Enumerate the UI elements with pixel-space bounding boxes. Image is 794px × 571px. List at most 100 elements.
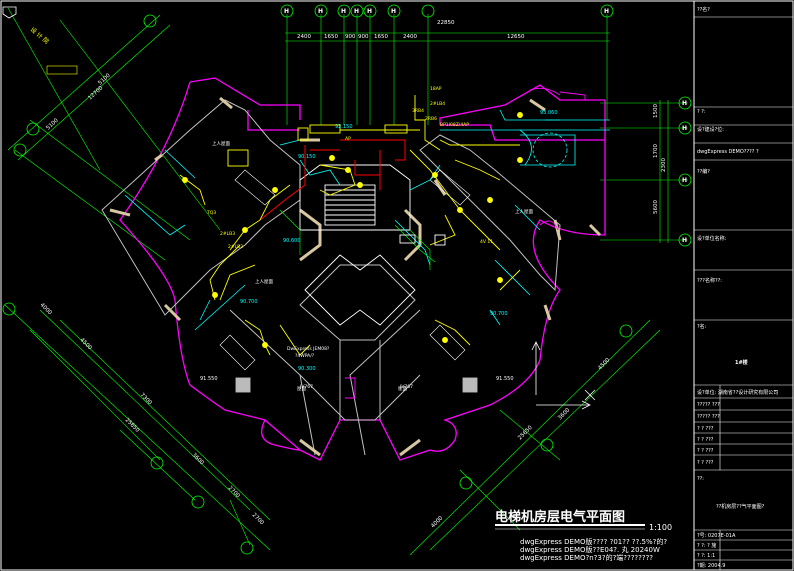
right-grid: H H H H 1500 1700 2300 5600: [600, 96, 692, 247]
drawing-scale: 1:100: [649, 523, 672, 532]
dim-text: 25650: [124, 417, 141, 434]
watermark-line: dwgExpress DEMO版??E04?. 丸 20240W: [520, 545, 660, 554]
dim-text: 2700: [227, 485, 241, 499]
dim-text: 2300: [661, 158, 667, 172]
tb-row: ?号: 0207E-01A: [697, 533, 736, 539]
watermark-line: dwgExpress DEMO版???? ?01?? ??.5%?的?: [520, 537, 667, 546]
elevation-label: 91.550: [200, 376, 218, 382]
equipment-label: JV767: [399, 384, 413, 390]
inner-walls: [101, 99, 561, 456]
grid-bubble-label: H: [354, 8, 359, 15]
equipment-label: 2#LB4: [430, 101, 445, 107]
tb-row: 设?单位: 湖南省??设计研究有限公司: [697, 389, 778, 396]
dim-text: 4500: [597, 357, 611, 371]
logo-text: 设 计 院: [29, 25, 51, 45]
titleblock-text: ??名? ? ?: 设?建设?位: dwgExpress DEMO???? ? …: [697, 6, 778, 569]
structural-walls: [109, 96, 602, 457]
tb-row: dwgExpress DEMO???? ?: [697, 149, 759, 155]
equipment-label: 2RB6: [425, 116, 437, 122]
equipment-label: DwExpress JEM08?: [287, 346, 330, 352]
room-label: 上人屋面: [255, 278, 273, 285]
equipment-label: JV767: [299, 384, 313, 390]
room-label: 上人屋面: [515, 208, 533, 215]
elevation-label: 90.700: [240, 299, 258, 305]
elevation-label: 91.550: [496, 376, 514, 382]
elevation-label: 90.700: [490, 311, 508, 317]
dim-text: 1650: [374, 34, 388, 40]
elevation-label: 90.600: [283, 238, 301, 244]
dim-text: 2400: [403, 34, 417, 40]
dim-text: 5100: [97, 72, 112, 86]
equipment-labels: 18AP 2#LB4 3RB4 2RB6 BP1I08Z/4AP AP TQ3 …: [206, 86, 493, 390]
tb-row: 设?单位名称:: [697, 235, 727, 242]
dim-text: 2700: [251, 512, 265, 526]
equipment-label: BP1I08Z/4AP: [440, 122, 469, 128]
tb-row: ? ?: ? 施: [697, 542, 716, 549]
dim-text: 12700: [87, 85, 104, 102]
grid-bubble-label: H: [682, 100, 687, 107]
dim-text: 900: [345, 34, 356, 40]
tb-building: 1#楼: [735, 359, 748, 366]
stairs: [219, 169, 471, 371]
grid-bubble-label: H: [318, 8, 323, 15]
room-label: 屋面: [297, 386, 306, 392]
tb-row: ????? ???: [697, 402, 720, 408]
watermark-line: dwgExpress DEMO?n?3?的?端????????: [520, 553, 653, 562]
tb-row: ???名称??:: [697, 277, 722, 284]
dim-text: 1650: [324, 34, 338, 40]
elevation-label: 92.150: [335, 124, 353, 130]
tb-row: ??:: [697, 476, 704, 482]
dim-text: 4000: [39, 302, 53, 316]
grid-bubble-label: H: [367, 8, 372, 15]
tb-row: ? ? ???: [697, 460, 714, 466]
elevation-label: 90.150: [298, 154, 316, 160]
grid-bubble-label: H: [341, 8, 346, 15]
equipment-label: 2#LB2: [228, 244, 243, 250]
tb-row: ? ?: 1:1: [697, 553, 715, 559]
tb-row: ?期: 2004.9: [697, 563, 725, 569]
lower-left-grid: 4000 4500 25650 7300 3600 2700 2700: [2, 302, 271, 555]
grid-bubble-label: H: [682, 237, 687, 244]
dim-text: 25650: [517, 424, 534, 441]
equipment-label: AP: [345, 136, 351, 142]
dim-text: 4000: [430, 515, 444, 529]
elevator-core: [299, 164, 416, 326]
tb-row: 设?建设?位:: [697, 126, 724, 133]
tb-row: ????? ???: [697, 414, 720, 420]
dim-text: 7300: [139, 392, 153, 406]
dim-text: 2400: [297, 34, 311, 40]
door-swings: [345, 87, 586, 399]
ucs-icon: [531, 341, 596, 410]
titleblock: [694, 16, 793, 570]
tb-row: ? ?:: [697, 109, 706, 115]
equipment-label: 18AP: [430, 86, 442, 92]
room-label: 上人屋面: [212, 140, 230, 147]
tb-row: ? ? ???: [697, 448, 714, 454]
dim-text: 1700: [653, 144, 659, 158]
dim-total: 22850: [437, 20, 455, 26]
elevation-label: 90.300: [298, 366, 316, 372]
equipment-label: 2#LB3: [220, 231, 235, 237]
upper-left-grid: 5100 12700 5100 设 计 院: [2, 6, 221, 261]
dim-text: 1500: [653, 104, 659, 118]
dim-text: 3600: [191, 452, 205, 466]
top-grid: H H H H H H H 22850 2400 1650 900 900 16…: [280, 4, 614, 125]
tb-row: ??名?: [697, 6, 710, 13]
equipment-label: 4V 11: [480, 239, 493, 245]
green-elements: [279, 209, 436, 270]
equipment-label: 3RB4: [412, 108, 424, 114]
elevation-label: 93.060: [540, 110, 558, 116]
equipment-label: TQ3: [206, 210, 216, 216]
grid-bubble-label: H: [682, 177, 687, 184]
room-label: 屋面: [398, 386, 407, 392]
tb-row: ? ? ???: [697, 437, 714, 443]
room-labels: 上人屋面 上人屋面 上人屋面 屋面 屋面: [212, 140, 533, 392]
electrical-panels: [227, 124, 478, 393]
elevation-labels: 92.150 93.060 90.150 90.600 90.700 90.70…: [200, 110, 558, 382]
drawing-title: 电梯机房层电气平面图: [495, 509, 625, 525]
dim-text: 5600: [653, 200, 659, 214]
tb-row: ? ? ???: [697, 426, 714, 432]
grid-bubble-label: H: [391, 8, 396, 15]
